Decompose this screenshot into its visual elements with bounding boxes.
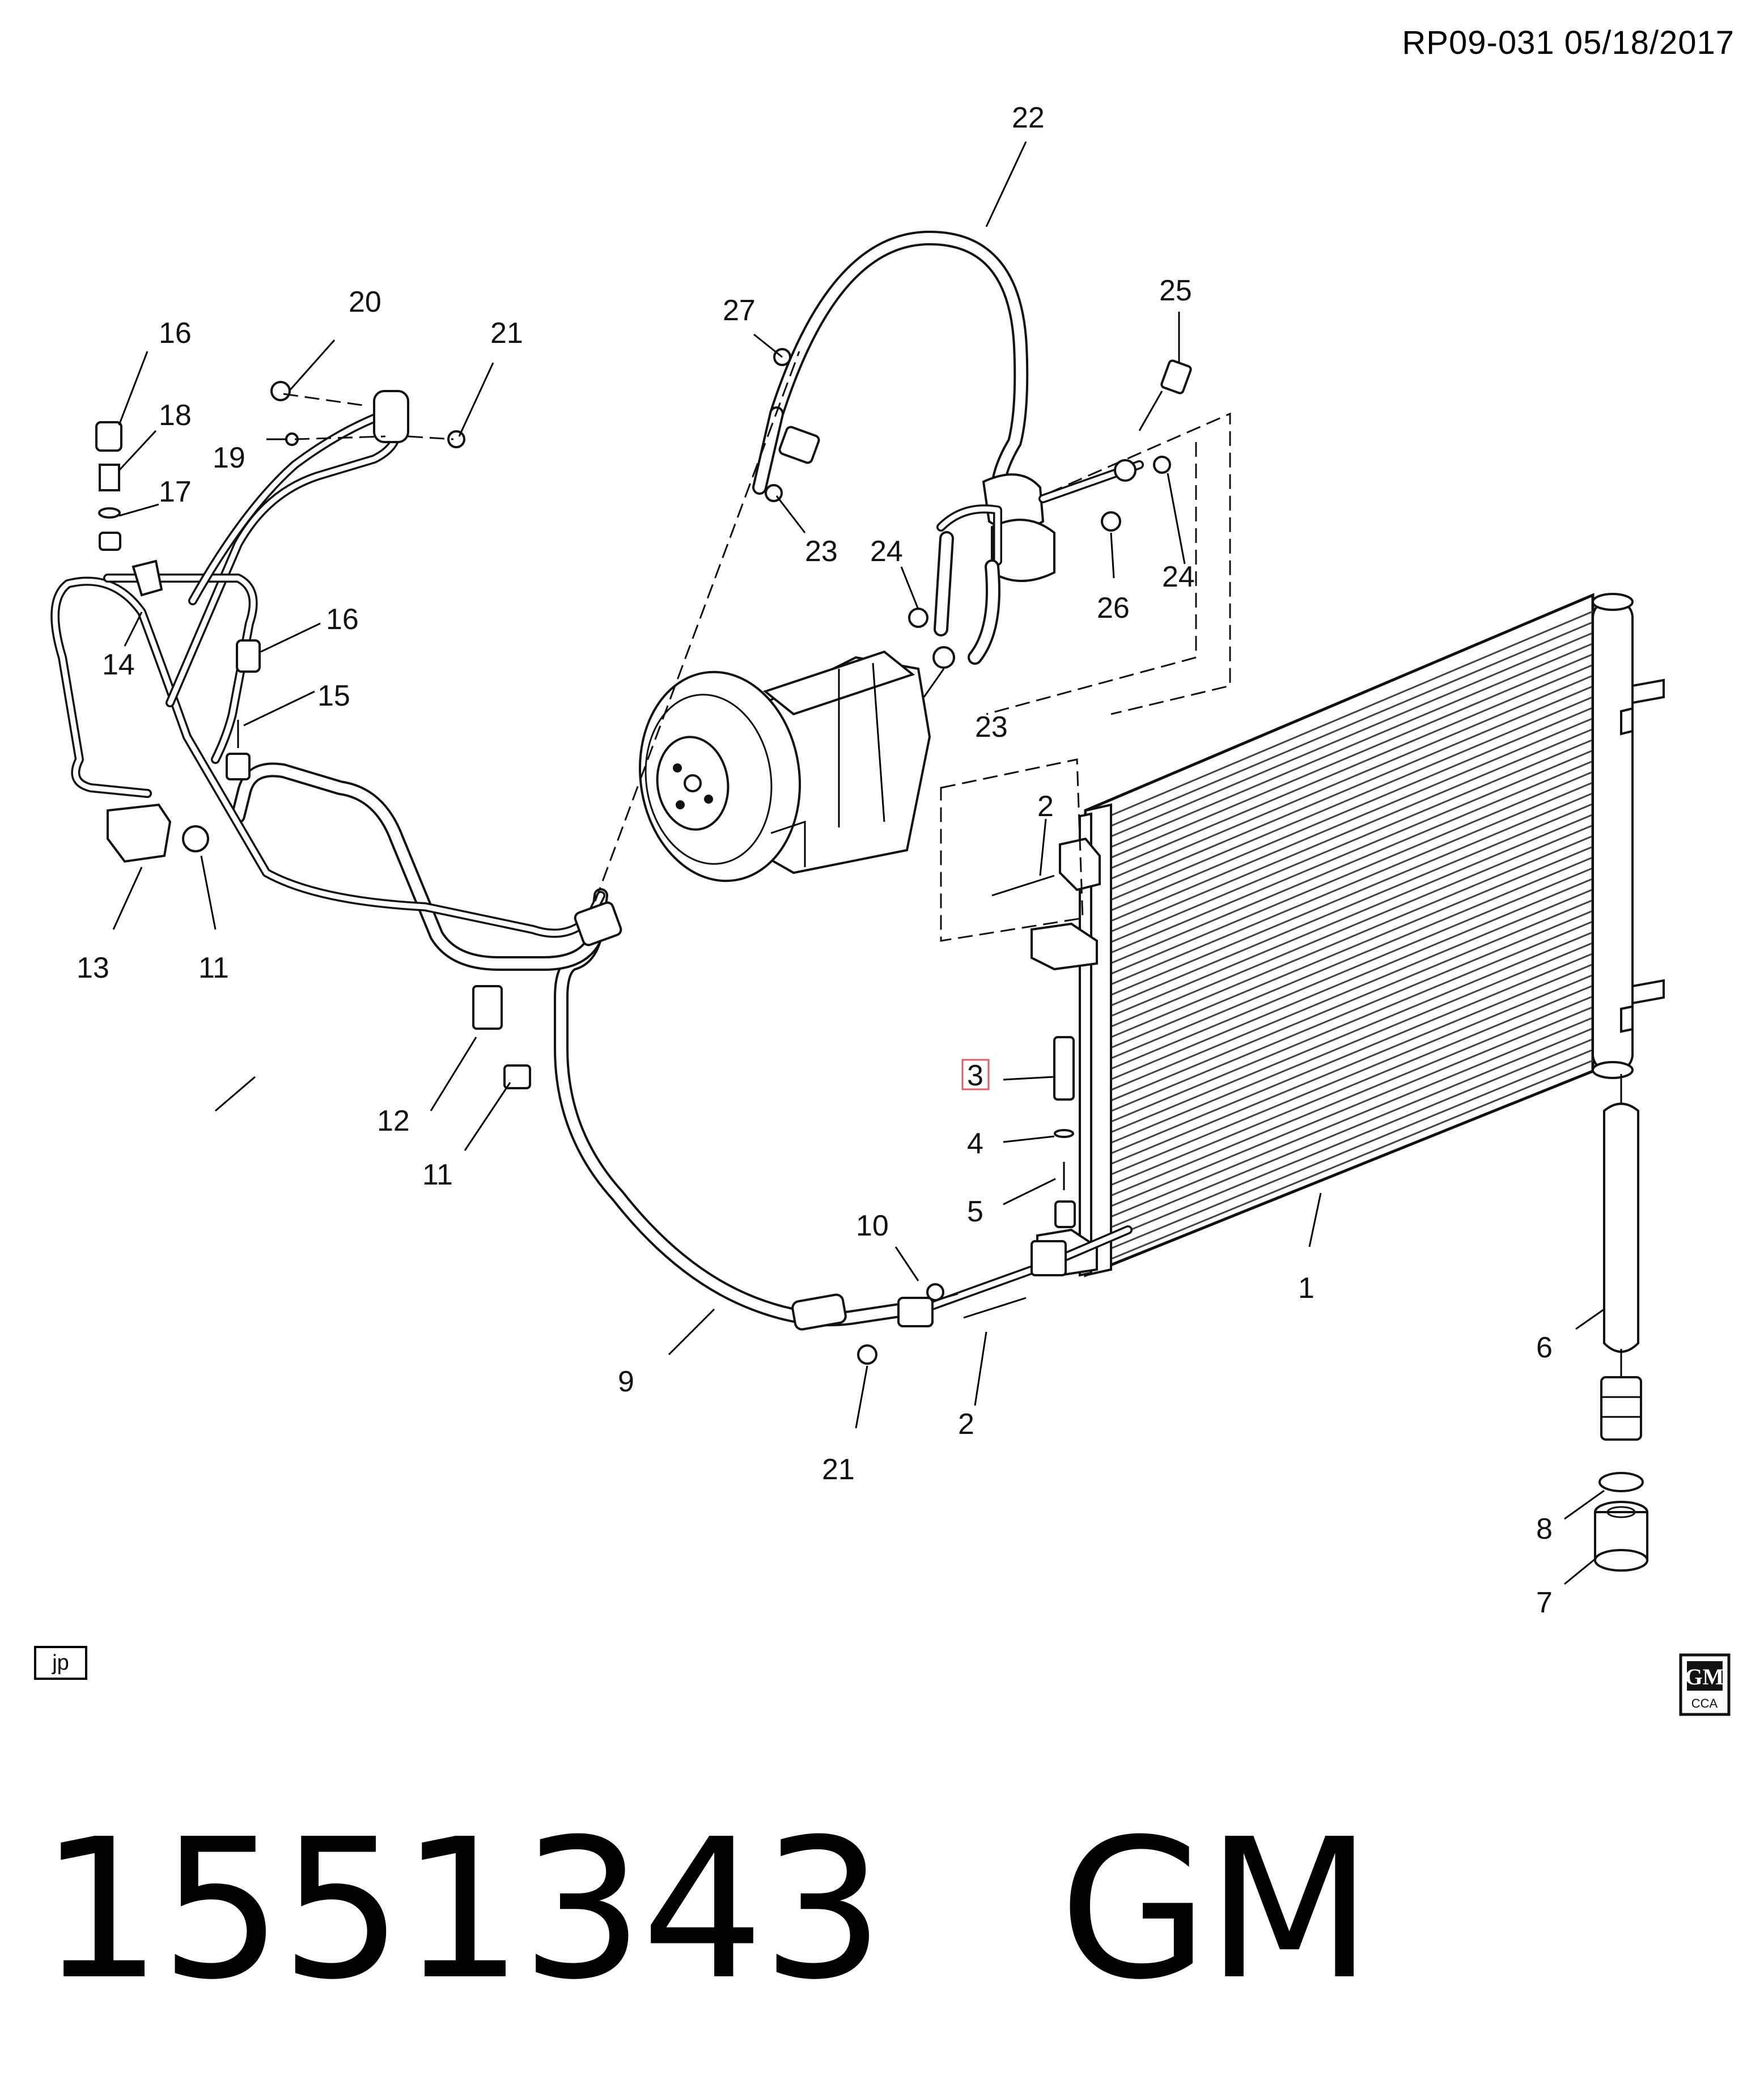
condenser-tube [1110, 749, 1593, 954]
callout-23: 23 [975, 711, 1008, 744]
callout-18: 18 [159, 399, 192, 432]
callout-19: 19 [213, 442, 245, 474]
callout-10: 10 [856, 1209, 889, 1242]
condenser-tube [1110, 803, 1593, 1007]
callout-23: 23 [805, 535, 838, 568]
condenser-tube [1110, 792, 1593, 996]
callout-4: 4 [967, 1127, 983, 1160]
condenser-tube [1110, 1059, 1593, 1260]
callout-7: 7 [1536, 1586, 1553, 1619]
part-number: 1551343 [40, 1798, 884, 2022]
condenser-tube [1110, 953, 1593, 1154]
condenser-tube [1110, 1028, 1593, 1228]
callout-11: 11 [198, 952, 229, 984]
condenser-tube [1110, 782, 1593, 986]
condenser [1031, 593, 1665, 1277]
callout-20: 20 [349, 286, 381, 319]
brand-name: GM [1059, 1798, 1372, 2022]
condenser-tube [1110, 707, 1593, 911]
callout-15: 15 [317, 680, 350, 712]
condenser-tube [1110, 674, 1593, 880]
callout-8: 8 [1536, 1513, 1553, 1546]
condenser-tube [1110, 1017, 1593, 1218]
callout-16: 16 [326, 603, 359, 636]
gm-cca-logo: GM CCA [1679, 1653, 1731, 1716]
condenser-tube [1110, 718, 1593, 922]
callout-16: 16 [159, 317, 192, 350]
condenser-tube [1110, 878, 1593, 1080]
callout-12: 12 [377, 1105, 410, 1137]
callout-21: 21 [490, 317, 523, 350]
receiver-dryer [1594, 1074, 1648, 1572]
callout-labels: 1 2 2 3 4 5 6 7 8 9 10 11 11 12 13 14 15… [77, 101, 1553, 1619]
callout-11: 11 [422, 1158, 453, 1191]
group-outlines [283, 351, 1231, 1299]
callout-2: 2 [958, 1408, 974, 1441]
condenser-tube [1110, 664, 1593, 869]
callout-13: 13 [77, 952, 109, 984]
condenser-tube [1110, 621, 1593, 827]
condenser-tube [1110, 899, 1593, 1102]
compressor [638, 650, 931, 882]
condenser-tube [1110, 910, 1593, 1112]
condenser-tube [1110, 1048, 1593, 1250]
callout-6: 6 [1536, 1331, 1553, 1364]
hose-assemblies [50, 231, 1144, 1331]
callout-2: 2 [1037, 790, 1054, 823]
highlight-box [961, 1059, 990, 1090]
condenser-tube [1110, 835, 1593, 1038]
condenser-tube [1110, 942, 1593, 1144]
condenser-tube [1110, 813, 1593, 1017]
condenser-tube [1110, 610, 1593, 817]
callout-26: 26 [1097, 592, 1130, 625]
condenser-tube [1110, 771, 1593, 975]
callout-1: 1 [1298, 1272, 1314, 1305]
condenser-tube [1110, 856, 1593, 1059]
condenser-tube [1110, 685, 1593, 890]
condenser-tube [1110, 931, 1593, 1134]
logo-subtext: CCA [1691, 1696, 1718, 1710]
condenser-tube [1110, 888, 1593, 1091]
callout-24: 24 [1162, 561, 1195, 593]
callout-3: 3 [967, 1059, 983, 1092]
condenser-tube [1110, 974, 1593, 1175]
condenser-tube [1110, 1006, 1593, 1207]
condenser-tube [1110, 963, 1593, 1165]
callout-17: 17 [159, 476, 192, 508]
condenser-tube [1110, 653, 1593, 859]
callout-14: 14 [102, 648, 135, 681]
condenser-tube [1110, 760, 1593, 964]
revision-tag: jp [34, 1646, 87, 1680]
condenser-tube [1110, 632, 1593, 838]
leader-lines [112, 141, 1605, 1585]
drawing-reference: RP09-031 05/18/2017 [1402, 24, 1735, 61]
condenser-tube [1110, 867, 1593, 1070]
callout-25: 25 [1159, 274, 1192, 307]
condenser-tube [1110, 696, 1593, 901]
part-number-title: 1551343 GM [40, 1814, 1372, 2006]
condenser-tube [1110, 728, 1593, 933]
condenser-tube [1110, 920, 1593, 1123]
condenser-tube [1110, 643, 1593, 848]
condenser-tube [1110, 738, 1593, 943]
callout-9: 9 [618, 1365, 634, 1398]
callout-21: 21 [822, 1453, 855, 1486]
logo-text: GM [1685, 1664, 1724, 1690]
condenser-tube [1110, 824, 1593, 1028]
callout-27: 27 [723, 294, 756, 327]
callout-5: 5 [967, 1195, 983, 1228]
callout-24: 24 [870, 535, 903, 568]
condenser-tube [1110, 995, 1593, 1196]
condenser-tube [1110, 846, 1593, 1049]
condenser-tube [1110, 1038, 1593, 1239]
callout-22: 22 [1012, 101, 1045, 134]
condenser-tube [1110, 984, 1593, 1186]
